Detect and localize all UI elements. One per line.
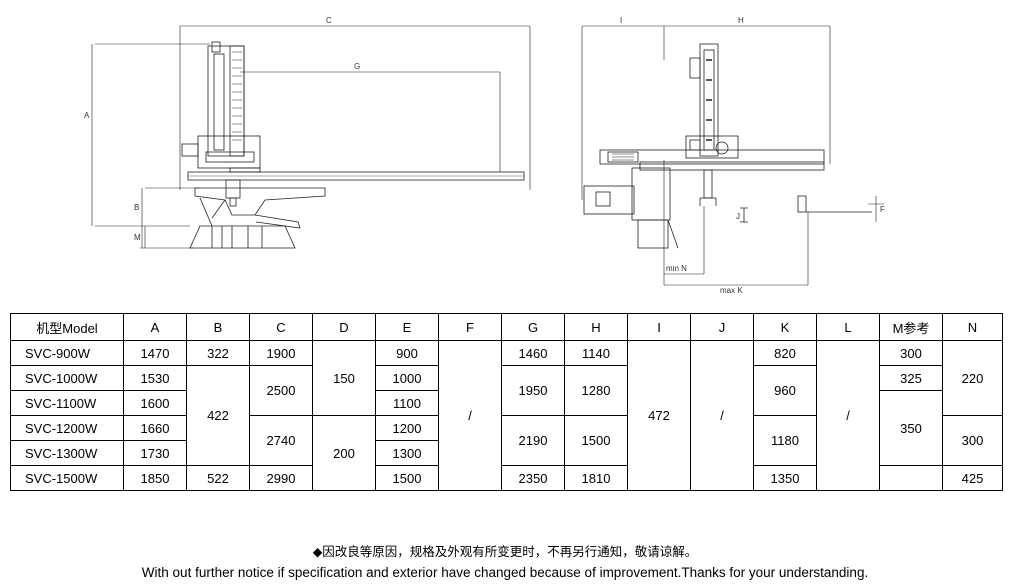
- cell-b: 422: [186, 365, 250, 466]
- model-cell: SVC-1500W: [10, 465, 124, 491]
- cell-d: 200: [312, 415, 376, 491]
- model-cell: SVC-1000W: [10, 365, 124, 391]
- dim-label-h: H: [738, 16, 744, 25]
- cell-k: 1180: [753, 415, 817, 466]
- table-row: SVC-900W 1470 322 1900 150 900 / 1460 11…: [10, 340, 1003, 491]
- table-row: SVC-1300W 1730 1300: [10, 440, 1003, 466]
- cell-h: 1280: [564, 365, 628, 416]
- cell-f: /: [438, 340, 502, 491]
- cell-g: 2190: [501, 415, 565, 466]
- cell-a: 1470: [123, 340, 187, 366]
- model-cell: SVC-1200W: [10, 415, 124, 441]
- model-cell: SVC-900W: [10, 340, 124, 366]
- header-j: J: [690, 313, 754, 341]
- cell-g: 1950: [501, 365, 565, 416]
- cell-k: 960: [753, 365, 817, 416]
- table-row: SVC-1000W 1530 422 2500 1000 1950 1280 9…: [10, 365, 1003, 466]
- cell-m: 325: [879, 365, 943, 391]
- dim-label-max-k: max K: [720, 286, 743, 295]
- side-view: [581, 25, 884, 286]
- header-c: C: [249, 313, 313, 341]
- cell-e: 1300: [375, 440, 439, 466]
- cell-d: 150: [312, 340, 376, 416]
- dim-label-c: C: [326, 16, 332, 25]
- table-row: SVC-1100W 1600 1100 350: [10, 390, 1003, 466]
- cell-c: 2990: [249, 465, 313, 491]
- header-f: F: [438, 313, 502, 341]
- cell-n: 300: [942, 415, 1003, 466]
- cell-c: 1900: [249, 340, 313, 366]
- table-header-row: 机型Model A B C D E F G H I J K L M参考 N: [10, 313, 1003, 341]
- cell-k: 820: [753, 340, 817, 366]
- notice-chinese: ◆因改良等原因，规格及外观有所变更时，不再另行通知，敬请谅解。: [312, 544, 698, 559]
- table-row: SVC-1200W 1660 2740 200 1200 2190 1500 1…: [10, 415, 1003, 491]
- cell-e: 1200: [375, 415, 439, 441]
- header-i: I: [627, 313, 691, 341]
- cell-j: /: [690, 340, 754, 491]
- header-k: K: [753, 313, 817, 341]
- cell-e: 1100: [375, 390, 439, 416]
- cell-h: 1810: [564, 465, 628, 491]
- header-h: H: [564, 313, 628, 341]
- header-d: D: [312, 313, 376, 341]
- cell-n: 220: [942, 340, 1003, 416]
- model-cell: SVC-1100W: [10, 390, 124, 416]
- cell-a: 1730: [123, 440, 187, 466]
- cell-e: 1000: [375, 365, 439, 391]
- cell-b: 522: [186, 465, 250, 491]
- cell-g: 2350: [501, 465, 565, 491]
- header-model: 机型Model: [10, 313, 124, 341]
- cell-m: 350: [879, 390, 943, 466]
- dim-label-m: M: [134, 233, 141, 242]
- cell-e: 1500: [375, 465, 439, 491]
- cell-a: 1660: [123, 415, 187, 441]
- cell-i: 472: [627, 340, 691, 491]
- cell-b: 322: [186, 340, 250, 366]
- cell-c: 2740: [249, 415, 313, 466]
- header-n: N: [942, 313, 1003, 341]
- front-view: [91, 25, 531, 249]
- dim-label-i: I: [620, 16, 622, 25]
- header-a: A: [123, 313, 187, 341]
- dim-label-b: B: [134, 203, 139, 212]
- dim-label-a: A: [84, 111, 90, 120]
- cell-c: 2500: [249, 365, 313, 416]
- header-e: E: [375, 313, 439, 341]
- cell-l: /: [816, 340, 880, 491]
- cell-k: 1350: [753, 465, 817, 491]
- table-row: SVC-1500W 1850 522 2990 1500 2350 1810 1…: [10, 465, 1003, 491]
- notice-english: With out further notice if specification…: [141, 565, 869, 580]
- cell-a: 1530: [123, 365, 187, 391]
- cell-g: 1460: [501, 340, 565, 366]
- technical-drawing: C G A B M I H min N max K F J: [84, 16, 885, 295]
- cell-a: 1600: [123, 390, 187, 416]
- cell-e: 900: [375, 340, 439, 366]
- header-b: B: [186, 313, 250, 341]
- dim-label-f: F: [880, 205, 885, 214]
- notice: ◆因改良等原因，规格及外观有所变更时，不再另行通知，敬请谅解。 With out…: [0, 541, 1010, 580]
- dim-label-min-n: min N: [666, 264, 687, 273]
- dim-label-j: J: [736, 212, 740, 221]
- spec-table: 机型Model A B C D E F G H I J K L M参考 N SV…: [10, 313, 1003, 491]
- header-m: M参考: [879, 313, 943, 341]
- model-cell: SVC-1300W: [10, 440, 124, 466]
- cell-a: 1850: [123, 465, 187, 491]
- cell-m-empty: [879, 465, 943, 491]
- cell-h: 1500: [564, 415, 628, 466]
- cell-n: 425: [942, 465, 1003, 491]
- header-g: G: [501, 313, 565, 341]
- cell-h: 1140: [564, 340, 628, 366]
- header-l: L: [816, 313, 880, 341]
- cell-m: 300: [879, 340, 943, 366]
- dim-label-g: G: [354, 62, 360, 71]
